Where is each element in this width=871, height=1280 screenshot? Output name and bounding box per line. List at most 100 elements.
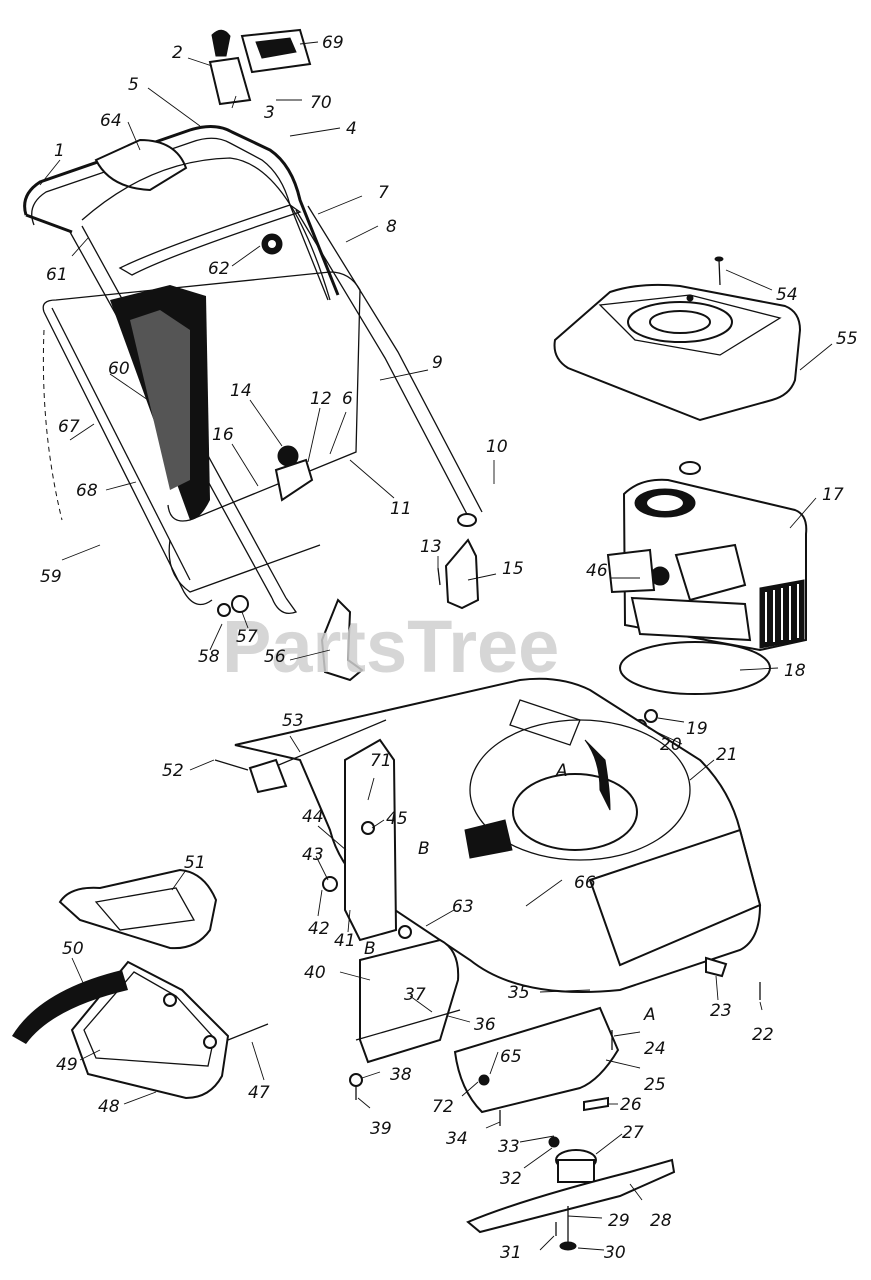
spring-47 <box>227 1023 269 1041</box>
callout-63: 63 <box>452 897 474 917</box>
bag-spout-50 <box>12 970 128 1044</box>
callout-42: 42 <box>308 919 330 939</box>
callout-58: 58 <box>198 647 220 667</box>
handle-knob-62 <box>261 233 283 255</box>
bail-lever-top <box>208 29 252 106</box>
callout-24: 24 <box>644 1039 666 1059</box>
height-adjust-knob <box>274 445 314 502</box>
callout-3: 3 <box>264 103 275 123</box>
callout-59: 59 <box>40 567 62 587</box>
callout-54: 54 <box>776 285 798 305</box>
chute-49 <box>70 960 230 1100</box>
callout-61: 61 <box>46 265 68 285</box>
callout-46: 46 <box>586 561 608 581</box>
callout-21: 21 <box>716 745 738 765</box>
grass-bag-frame <box>42 271 361 606</box>
callout-60: 60 <box>108 359 130 379</box>
callout-66: 66 <box>574 873 596 893</box>
callout-34: 34 <box>446 1129 468 1149</box>
callout-7: 7 <box>378 183 389 203</box>
baffle-65 <box>453 1006 620 1114</box>
callout-10: 10 <box>486 437 508 457</box>
bracket-56 <box>320 598 364 682</box>
deck-21 <box>234 677 762 993</box>
callout-45: 45 <box>386 809 408 829</box>
callout-2: 2 <box>172 43 183 63</box>
callout-14: 14 <box>230 381 252 401</box>
engine-base-18 <box>619 641 771 695</box>
callout-31: 31 <box>500 1243 522 1263</box>
callout-4: 4 <box>346 119 357 139</box>
reference-letters: A A B B <box>364 761 656 1025</box>
bolt-52 <box>214 759 249 771</box>
callout-53: 53 <box>282 711 304 731</box>
watermark-text: PartsTree <box>222 605 559 688</box>
axle-53 <box>248 719 387 794</box>
ref-letter-a-upper: A <box>555 761 568 781</box>
callout-19: 19 <box>686 719 708 739</box>
decal-69 <box>240 28 312 74</box>
callout-23: 23 <box>710 1001 732 1021</box>
engine-shroud-55 <box>553 283 802 422</box>
callout-43: 43 <box>302 845 324 865</box>
callout-27: 27 <box>622 1123 644 1143</box>
callout-26: 26 <box>620 1095 642 1115</box>
callout-50: 50 <box>62 939 84 959</box>
grass-bag-panel <box>110 285 210 520</box>
callout-12: 12 <box>310 389 332 409</box>
small-hardware <box>499 956 761 1236</box>
callout-64: 64 <box>100 111 122 131</box>
screw-54 <box>714 256 724 286</box>
callout-13: 13 <box>420 537 442 557</box>
callout-47: 47 <box>248 1083 270 1103</box>
chute-door-51 <box>58 868 218 950</box>
callout-71: 71 <box>370 751 392 771</box>
callout-39: 39 <box>370 1119 392 1139</box>
rear-plate-40 <box>349 938 461 1100</box>
bracket-15 <box>437 538 480 610</box>
callout-48: 48 <box>98 1097 120 1117</box>
callout-49: 49 <box>56 1055 78 1075</box>
callout-72: 72 <box>432 1097 454 1117</box>
callout-52: 52 <box>162 761 184 781</box>
callout-40: 40 <box>304 963 326 983</box>
callout-33: 33 <box>498 1137 520 1157</box>
ref-letter-b-lower: B <box>364 939 376 959</box>
callout-22: 22 <box>752 1025 774 1045</box>
callout-9: 9 <box>432 353 443 373</box>
callout-70: 70 <box>310 93 332 113</box>
callout-62: 62 <box>208 259 230 279</box>
callout-6: 6 <box>342 389 353 409</box>
engine-17 <box>606 461 808 652</box>
callout-29: 29 <box>608 1211 630 1231</box>
callout-65: 65 <box>500 1047 522 1067</box>
callout-57: 57 <box>236 627 258 647</box>
callout-5: 5 <box>128 75 139 95</box>
callout-18: 18 <box>784 661 806 681</box>
side-plate-41 <box>322 738 412 942</box>
adapter-27 <box>555 1149 597 1183</box>
control-cable <box>81 157 331 301</box>
callout-17: 17 <box>822 485 844 505</box>
callout-16: 16 <box>212 425 234 445</box>
lower-handle <box>118 204 483 527</box>
callout-1: 1 <box>54 141 65 161</box>
ref-letter-b-upper: B <box>418 839 430 859</box>
callout-20: 20 <box>660 735 682 755</box>
callout-44: 44 <box>302 807 324 827</box>
callout-51: 51 <box>184 853 206 873</box>
ref-letter-a-lower: A <box>643 1005 656 1025</box>
callout-32: 32 <box>500 1169 522 1189</box>
callout-67: 67 <box>58 417 80 437</box>
callout-56: 56 <box>264 647 286 667</box>
callout-68: 68 <box>76 481 98 501</box>
handle-control-panel <box>94 138 188 192</box>
callout-36: 36 <box>474 1015 496 1035</box>
callout-8: 8 <box>386 217 397 237</box>
callout-35: 35 <box>508 983 530 1003</box>
callout-labels: 1 2 3 4 5 6 7 8 9 10 11 12 13 15 14 16 1… <box>40 33 858 1263</box>
callout-41: 41 <box>334 931 356 951</box>
blade-28 <box>466 1158 676 1234</box>
callout-28: 28 <box>650 1211 672 1231</box>
